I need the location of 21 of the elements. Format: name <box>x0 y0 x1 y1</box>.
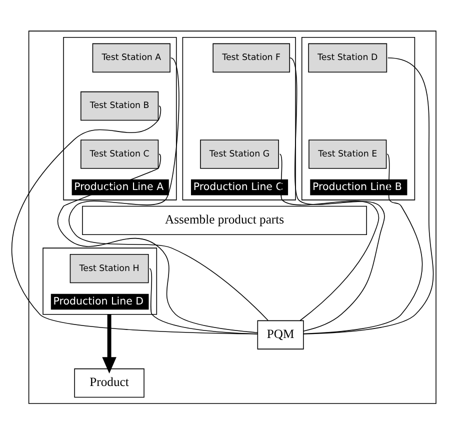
connector <box>303 56 434 334</box>
arrow <box>102 314 116 373</box>
node-box: Test Station F <box>212 42 290 72</box>
connector <box>279 153 380 321</box>
cluster <box>28 30 436 404</box>
node-box: Test Station D <box>308 42 388 72</box>
node-box: Product <box>74 368 144 398</box>
node-box: Test Station E <box>308 139 387 168</box>
node-box: Test Station B <box>80 90 159 120</box>
connector <box>303 153 423 334</box>
node-box: Test Station C <box>80 139 159 168</box>
connector <box>12 105 258 334</box>
node-box: Assemble product parts <box>82 205 367 235</box>
node-box: Test Station H <box>70 253 149 283</box>
connector <box>68 56 268 320</box>
connector <box>57 153 258 333</box>
node-box: PQM <box>257 320 304 349</box>
connector <box>290 56 385 331</box>
node-box: Test Station G <box>200 139 279 168</box>
connector <box>149 268 258 334</box>
node-box: Test Station A <box>92 42 170 72</box>
